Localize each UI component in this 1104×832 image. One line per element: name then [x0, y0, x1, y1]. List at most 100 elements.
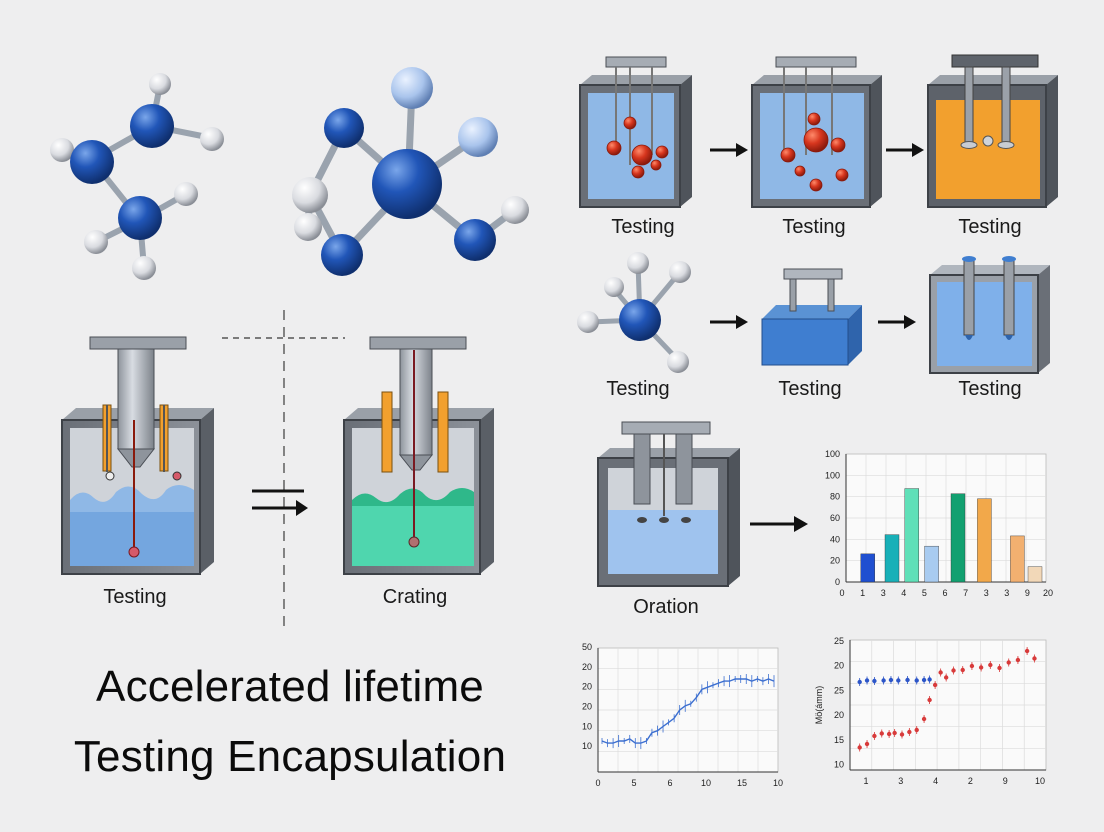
- data-point: [921, 716, 927, 722]
- data-point: [932, 682, 938, 688]
- y-tick-label: 20: [834, 661, 844, 671]
- y-tick-label: 0: [835, 577, 840, 587]
- label-top-3: Testing: [958, 216, 1022, 238]
- bar: [1010, 535, 1025, 583]
- x-tick-label: 0: [839, 588, 844, 598]
- x-tick-label: 7: [963, 588, 968, 598]
- title-line-2: Testing Encapsulation: [73, 732, 507, 781]
- bar: [950, 493, 966, 583]
- y-tick-label: 100: [825, 449, 840, 459]
- x-tick-label: 3: [898, 776, 903, 786]
- large-molecule: [292, 67, 529, 276]
- data-point: [857, 745, 862, 750]
- bar: [977, 498, 992, 583]
- data-point: [921, 677, 927, 683]
- data-point: [997, 665, 1002, 671]
- data-point: [914, 678, 919, 683]
- data-point: [886, 731, 892, 737]
- data-point: [892, 730, 897, 736]
- top-row-process: [579, 54, 1058, 208]
- x-tick-label: 3: [1004, 588, 1009, 598]
- bar: [860, 553, 875, 583]
- y-tick-label: 40: [830, 534, 840, 544]
- data-point: [888, 677, 894, 683]
- x-tick-label: 5: [631, 778, 636, 788]
- tank-b: [751, 56, 882, 208]
- blue-block: [761, 268, 862, 366]
- data-point: [1015, 657, 1021, 663]
- y-tick-label: 20: [582, 702, 592, 712]
- data-point: [899, 732, 905, 737]
- y-tick-label: 80: [830, 492, 840, 502]
- bar: [1027, 566, 1043, 583]
- blue-tank: [929, 256, 1050, 374]
- data-point: [960, 667, 965, 673]
- molecule-small-blue: [577, 252, 691, 373]
- middle-row-process: [577, 252, 1050, 374]
- x-tick-label: 4: [933, 776, 938, 786]
- tank-c: [927, 54, 1058, 208]
- data-point: [905, 677, 910, 683]
- x-tick-label: 9: [1025, 588, 1030, 598]
- data-point: [969, 663, 975, 669]
- series-line: [601, 678, 775, 744]
- x-tick-label: 4: [901, 588, 906, 598]
- x-tick-label: 9: [1003, 776, 1008, 786]
- bar: [884, 534, 900, 583]
- data-point: [864, 678, 870, 683]
- x-tick-label: 3: [984, 588, 989, 598]
- data-point: [872, 678, 877, 684]
- y-tick-label: 20: [830, 556, 840, 566]
- tank-a: [579, 56, 692, 208]
- x-tick-label: 6: [667, 778, 672, 788]
- label-top-1: Testing: [611, 216, 675, 238]
- x-tick-label: 10: [773, 778, 783, 788]
- data-point: [978, 665, 984, 670]
- y-tick-label: 25: [834, 685, 844, 695]
- tank-testing: [61, 336, 214, 575]
- oration-tank: [597, 421, 808, 587]
- encapsulation-tanks: [61, 310, 494, 630]
- molecule-illustrations: [50, 67, 529, 280]
- x-tick-label: 10: [701, 778, 711, 788]
- y-tick-label: 20: [582, 662, 592, 672]
- label-mid-2: Testing: [778, 378, 842, 400]
- x-tick-label: 1: [860, 588, 865, 598]
- data-point: [943, 675, 949, 680]
- x-tick-label: 10: [1035, 776, 1045, 786]
- data-point: [1006, 660, 1011, 665]
- y-axis-label: Mö(ámm): [814, 686, 824, 725]
- data-point: [988, 662, 993, 668]
- y-tick-label: 20: [834, 710, 844, 720]
- x-tick-label: 2: [968, 776, 973, 786]
- y-tick-label: 50: [582, 642, 592, 652]
- small-molecule: [50, 73, 224, 280]
- y-tick-label: 25: [834, 636, 844, 646]
- data-point: [881, 678, 886, 683]
- bar: [904, 488, 920, 583]
- data-point: [927, 697, 932, 703]
- y-tick-label: 60: [830, 513, 840, 523]
- label-top-2: Testing: [782, 216, 846, 238]
- y-tick-label: 20: [582, 682, 592, 692]
- data-point: [938, 670, 943, 675]
- data-point: [1032, 656, 1037, 661]
- label-testing-left: Testing: [103, 586, 167, 608]
- x-tick-label: 1: [863, 776, 868, 786]
- y-tick-label: 100: [825, 470, 840, 480]
- x-tick-label: 0: [595, 778, 600, 788]
- x-tick-label: 6: [942, 588, 947, 598]
- x-tick-label: 5: [922, 588, 927, 598]
- y-tick-label: 10: [834, 760, 844, 770]
- data-point: [1024, 648, 1030, 654]
- data-point: [951, 668, 956, 673]
- x-tick-label: 3: [881, 588, 886, 598]
- y-tick-label: 10: [582, 741, 592, 751]
- data-point: [872, 733, 877, 739]
- data-point: [896, 678, 901, 683]
- label-mid-3: Testing: [958, 378, 1022, 400]
- data-point: [879, 731, 884, 736]
